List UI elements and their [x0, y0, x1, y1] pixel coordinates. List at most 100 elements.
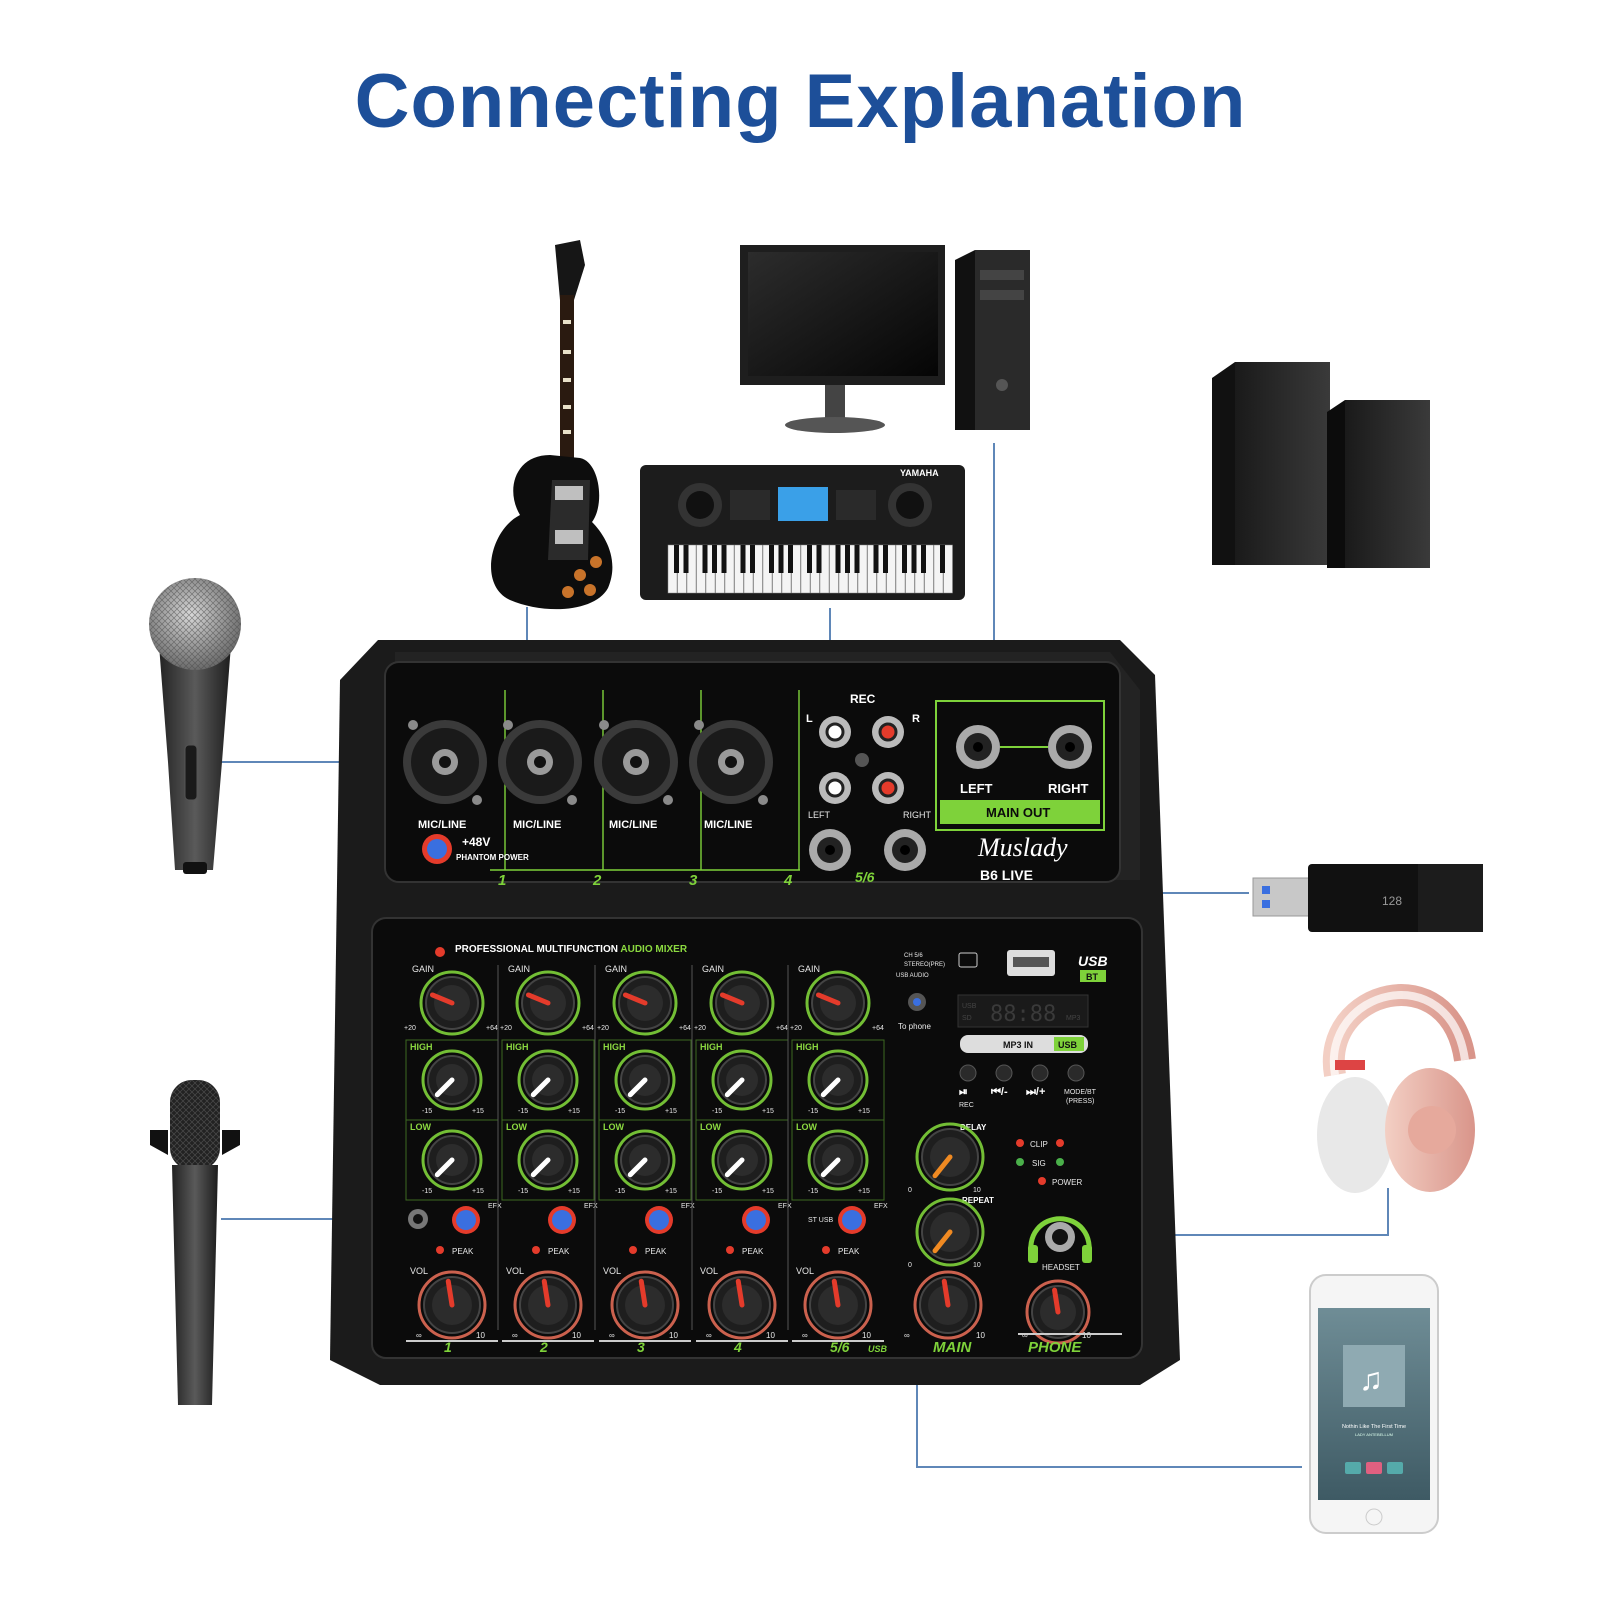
vol-knob-1[interactable] — [417, 1270, 487, 1340]
high-knob-5[interactable] — [807, 1049, 869, 1111]
channel-strips: GAIN+20+64HIGH-15+15LOW-15+15EFXPEAKVOL∞… — [404, 964, 888, 1355]
peak-label-3: PEAK — [645, 1247, 667, 1256]
vol-knob-3[interactable] — [610, 1270, 680, 1340]
main-volume-knob[interactable] — [913, 1270, 983, 1340]
delay-knob[interactable] — [915, 1122, 985, 1192]
efx-label-4: EFX — [778, 1203, 792, 1210]
vol-knob-2[interactable] — [513, 1270, 583, 1340]
rca-rec-left[interactable] — [819, 716, 851, 748]
high-min-4: -15 — [712, 1108, 722, 1115]
rec-r-label: R — [912, 713, 920, 725]
pa-speakers — [1212, 362, 1430, 568]
gain-max-5: +64 — [872, 1025, 884, 1032]
gain-knob-2[interactable] — [515, 970, 581, 1036]
to-phone-label: To phone — [898, 1022, 931, 1031]
rca-rec-right[interactable] — [872, 716, 904, 748]
usb-port[interactable] — [1007, 950, 1055, 976]
low-knob-4[interactable] — [711, 1129, 773, 1191]
repeat-max: 10 — [973, 1262, 981, 1269]
mode-bt-button[interactable] — [1067, 1064, 1085, 1082]
next-button[interactable] — [1031, 1064, 1049, 1082]
gain-max-4: +64 — [776, 1025, 788, 1032]
efx-button-1[interactable] — [452, 1206, 480, 1234]
usb-mode-switch[interactable] — [958, 952, 978, 968]
high-knob-2[interactable] — [517, 1049, 579, 1111]
dynamic-microphone — [149, 578, 241, 874]
low-knob-2[interactable] — [517, 1129, 579, 1191]
efx-button-5[interactable] — [838, 1206, 866, 1234]
vol-min-2: ∞ — [512, 1331, 518, 1340]
phone-artist: LADY ANTEBELLUM — [1355, 1432, 1393, 1437]
sig-label: SIG — [1032, 1159, 1046, 1168]
vol-knob-5[interactable] — [803, 1270, 873, 1340]
high-label-1: HIGH — [410, 1042, 433, 1052]
brand-logo: Muslady — [977, 833, 1068, 862]
input-label-3: MIC/LINE — [609, 819, 657, 831]
combo-jack-2[interactable] — [498, 720, 582, 805]
input-label-2: MIC/LINE — [513, 819, 561, 831]
peak-led-2 — [532, 1246, 540, 1254]
peak-led-3 — [629, 1246, 637, 1254]
efx-button-3[interactable] — [645, 1206, 673, 1234]
ch56-number: 5/6 — [855, 869, 875, 885]
vol-max-4: 10 — [766, 1331, 775, 1340]
efx-button-2[interactable] — [548, 1206, 576, 1234]
low-knob-5[interactable] — [807, 1129, 869, 1191]
high-knob-4[interactable] — [711, 1049, 773, 1111]
condenser-microphone — [150, 1080, 240, 1405]
combo-jack-3[interactable] — [594, 720, 678, 805]
gain-knob-3[interactable] — [612, 970, 678, 1036]
low-knob-1[interactable] — [421, 1129, 483, 1191]
jack-ch56-right[interactable] — [884, 829, 926, 871]
usb-mode-line-3: USB AUDIO — [896, 973, 929, 979]
vol-label-3: VOL — [603, 1266, 621, 1276]
gain-label-5: GAIN — [798, 964, 820, 974]
combo-jack-1[interactable] — [403, 720, 487, 805]
desktop-computer — [740, 245, 1030, 433]
low-min-2: -15 — [518, 1188, 528, 1195]
channel-number-1: 1 — [498, 872, 506, 889]
low-max-1: +15 — [472, 1188, 484, 1195]
rca-in-right[interactable] — [872, 772, 904, 804]
jack-main-left[interactable] — [956, 725, 1000, 769]
gain-knob-1[interactable] — [419, 970, 485, 1036]
low-min-5: -15 — [808, 1188, 818, 1195]
phone-volume-knob[interactable] — [1025, 1279, 1091, 1345]
high-knob-1[interactable] — [421, 1049, 483, 1111]
jack-main-right[interactable] — [1048, 725, 1092, 769]
vol-knob-4[interactable] — [707, 1270, 777, 1340]
strip-number-1: 1 — [444, 1339, 452, 1355]
rec-l-label: L — [806, 713, 813, 725]
headphones — [1317, 984, 1476, 1193]
combo-jack-4[interactable] — [689, 720, 773, 805]
mic-jack-ch1[interactable] — [408, 1209, 428, 1229]
headset-jack[interactable] — [1045, 1222, 1075, 1252]
low-min-1: -15 — [422, 1188, 432, 1195]
high-max-5: +15 — [858, 1108, 870, 1115]
gain-knob-4[interactable] — [709, 970, 775, 1036]
gain-min-5: +20 — [790, 1025, 802, 1032]
efx-button-4[interactable] — [742, 1206, 770, 1234]
high-min-3: -15 — [615, 1108, 625, 1115]
gain-label-2: GAIN — [508, 964, 530, 974]
high-knob-3[interactable] — [614, 1049, 676, 1111]
phone-vol-max: 10 — [1082, 1331, 1091, 1340]
gain-max-2: +64 — [582, 1025, 594, 1032]
rca-in-left[interactable] — [819, 772, 851, 804]
low-knob-3[interactable] — [614, 1129, 676, 1191]
strip-number-3: 3 — [637, 1339, 645, 1355]
high-min-1: -15 — [422, 1108, 432, 1115]
repeat-min: 0 — [908, 1262, 912, 1269]
play-pause-button[interactable] — [959, 1064, 977, 1082]
clip-label: CLIP — [1030, 1140, 1048, 1149]
vol-min-3: ∞ — [609, 1331, 615, 1340]
ch56-right-label: RIGHT — [903, 810, 932, 820]
repeat-knob[interactable] — [915, 1197, 985, 1267]
keyboard-synth: YAMAHA — [640, 465, 965, 600]
gain-knob-5[interactable] — [805, 970, 871, 1036]
jack-ch56-left[interactable] — [809, 829, 851, 871]
usb-logo: USB — [1078, 953, 1108, 969]
vol-max-3: 10 — [669, 1331, 678, 1340]
prev-button[interactable] — [995, 1064, 1013, 1082]
usb-capacity: 128 — [1382, 894, 1402, 908]
